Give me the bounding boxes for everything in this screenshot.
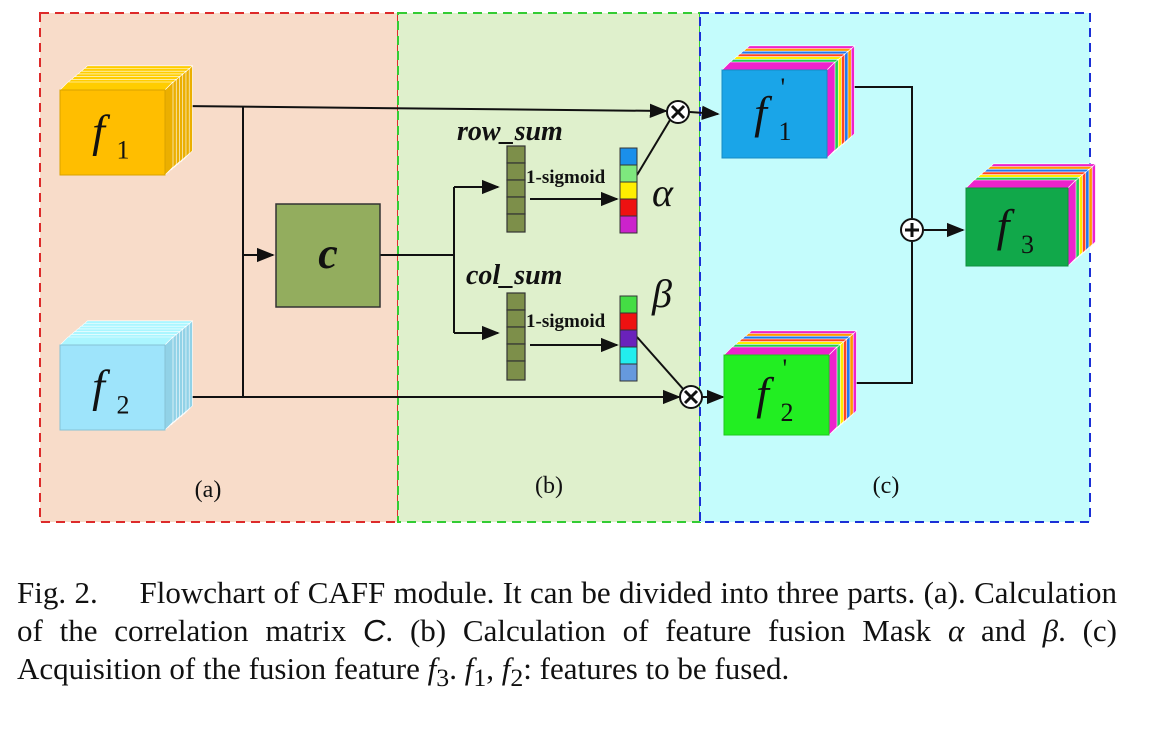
- caption-symbol-alpha: α: [947, 613, 965, 648]
- panel-a-label: (a): [195, 477, 222, 503]
- alpha-mask-vector: [619, 147, 638, 234]
- caption-text-1: Flowchart of CAFF module. It can be divi…: [17, 575, 1118, 648]
- col-sigmoid-label: 1-sigmoid: [526, 311, 606, 332]
- col-sum-vector: [506, 292, 526, 381]
- figure-caption: Fig. 2. Flowchart of CAFF module. It can…: [17, 574, 1117, 697]
- caption-sub-3: 3: [436, 663, 450, 693]
- caption-sub-1: 1: [473, 663, 487, 693]
- beta-symbol: β: [651, 271, 672, 316]
- feature-block-f2-subscript: 2: [117, 391, 130, 420]
- correlation-block: [275, 203, 381, 308]
- feature-block-f2-prime-subscript: 2: [781, 398, 794, 427]
- caption-symbol-c: C: [363, 613, 386, 648]
- caption-symbol-f1: f: [464, 651, 474, 686]
- caption-text-6: ,: [486, 651, 502, 686]
- row-sum-vector: [506, 145, 526, 233]
- alpha-symbol: α: [652, 170, 674, 215]
- panel-b-label: (b): [535, 473, 563, 499]
- caption-text-4: . (c) Acquisition of the fusion feature: [17, 613, 1118, 686]
- feature-block-f1-subscript: 1: [117, 136, 130, 165]
- multiply-operator-bottom: [679, 385, 703, 409]
- panel-c-label: (c): [873, 473, 900, 499]
- figure-number: Fig. 2.: [17, 575, 98, 610]
- beta-mask-vector: [619, 295, 638, 382]
- caff-flowchart: (a) (b) (c) c row_sum col_sum 1-sigmoid …: [39, 12, 1097, 523]
- caption-symbol-beta: β: [1042, 613, 1059, 648]
- connector-lines: [179, 86, 965, 405]
- caption-text-5: .: [449, 651, 465, 686]
- feature-block-f3-subscript: 3: [1021, 230, 1034, 259]
- col-sum-label: col_sum: [466, 260, 562, 291]
- feature-block-f1-prime-prime: ': [781, 73, 786, 102]
- caption-symbol-f3: f: [427, 651, 437, 686]
- caption-symbol-f2: f: [501, 651, 511, 686]
- feature-block-f1-prime-subscript: 1: [779, 117, 792, 146]
- caption-text-3: and: [964, 613, 1043, 648]
- feature-block-f2-prime-prime: ': [783, 354, 788, 383]
- multiply-operator-top: [666, 100, 690, 124]
- add-operator: [900, 218, 924, 242]
- caption-sub-2: 2: [510, 663, 524, 693]
- correlation-label: c: [318, 229, 338, 278]
- caption-text-7: : features to be fused.: [523, 651, 790, 686]
- caption-text-2: . (b) Calculation of feature fusion Mask: [385, 613, 948, 648]
- row-sum-label: row_sum: [457, 116, 563, 147]
- row-sigmoid-label: 1-sigmoid: [526, 167, 606, 188]
- panel-b: [397, 12, 701, 523]
